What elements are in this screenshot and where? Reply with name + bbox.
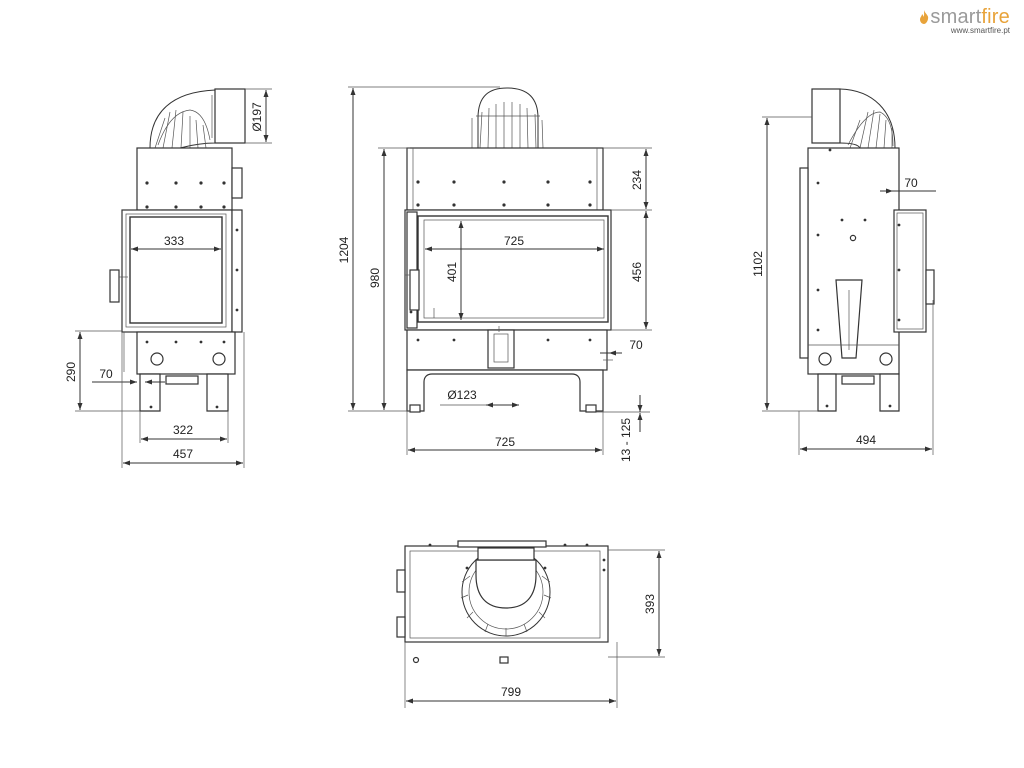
dim-leg-height: 290: [64, 362, 78, 382]
dim-glass-width: 333: [164, 234, 184, 248]
flame-icon: [920, 10, 929, 24]
dim-leg-span: 322: [173, 423, 193, 437]
dim-top-width: 799: [501, 685, 521, 699]
brand-name-prefix: smart: [930, 6, 982, 28]
front-left-view: Ø197 333 290 70 322 457: [64, 88, 272, 468]
front-view: 1204 980 725 401 234 456 70 Ø123 725 13 …: [337, 86, 652, 462]
dim-bottom-offset: 70: [629, 338, 643, 352]
dim-glass-height: 401: [445, 262, 459, 282]
dim-top-height: 234: [630, 170, 644, 190]
brand-logo: smartfire www.smartfire.pt: [919, 6, 1010, 35]
dim-side-offset: 70: [904, 176, 918, 190]
dim-body-height: 980: [368, 268, 382, 288]
side-view: 1102 70 494: [751, 88, 936, 455]
dim-side-depth: 494: [856, 433, 876, 447]
brand-url: www.smartfire.pt: [950, 26, 1010, 35]
dim-leg-adjust: 13 - 125: [619, 418, 633, 462]
dim-total-height: 1204: [337, 236, 351, 263]
brand-name-suffix: fire: [981, 6, 1010, 28]
dim-top-depth: 393: [643, 594, 657, 614]
dim-front-width: 725: [495, 435, 515, 449]
dim-glass-width: 725: [504, 234, 524, 248]
dim-side-height: 1102: [751, 251, 765, 277]
top-view: 393 799: [396, 540, 665, 708]
brand-name: smartfire: [919, 6, 1010, 29]
dim-air-inlet: Ø123: [447, 388, 477, 402]
dim-flue-diameter: Ø197: [250, 102, 264, 132]
dim-total-width: 457: [173, 447, 193, 461]
dim-leg-offset: 70: [99, 367, 113, 381]
dim-door-height: 456: [630, 262, 644, 282]
